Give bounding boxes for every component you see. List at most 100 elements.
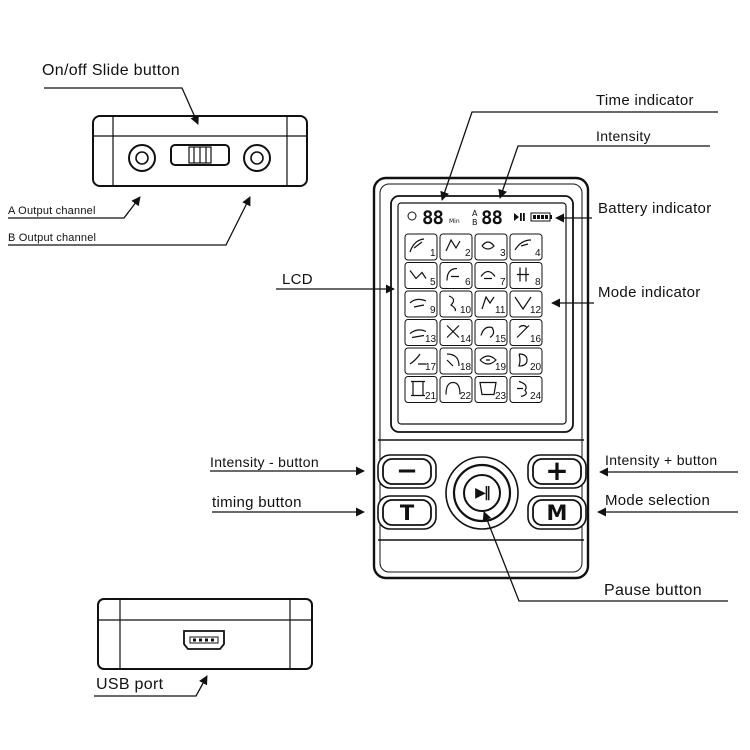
mode-pictogram-icon (446, 325, 460, 338)
mode-pictogram-icon (409, 353, 426, 365)
mode-number: 13 (425, 333, 437, 345)
leader-lines (8, 87, 738, 697)
mode-number: 11 (495, 305, 506, 316)
mode-number: 19 (495, 362, 507, 373)
time-unit-label: Min (449, 218, 460, 225)
mode-pictogram-icon (409, 238, 425, 253)
mode-number: 7 (500, 276, 506, 288)
mode-pictogram-icon (481, 295, 495, 310)
play-pause-icon[interactable]: ▶‖ (475, 485, 491, 501)
mode-tile (474, 290, 508, 318)
mode-button-shape (527, 495, 587, 530)
device-bottom-view (97, 598, 313, 670)
mode-pictogram-icon (479, 355, 497, 365)
mode-number: 5 (430, 276, 436, 288)
mode-number: 6 (465, 276, 471, 288)
mode-number: 21 (425, 390, 437, 402)
mode-number: 16 (530, 333, 542, 345)
mode-tile (509, 347, 543, 375)
battery-icon (530, 212, 552, 222)
timer-icon (407, 211, 417, 221)
mode-pictogram-icon (480, 270, 496, 280)
label-timing-button: timing button (212, 494, 302, 511)
mode-pictogram-icon (446, 267, 459, 281)
on-off-slide-switch (170, 144, 230, 166)
mode-tile (474, 347, 508, 375)
label-a-output-channel: A Output channel (8, 205, 96, 217)
mode-number: 17 (425, 362, 437, 373)
label-b-output-channel: B Output channel (8, 232, 97, 244)
label-usb-port: USB port (96, 676, 164, 693)
mode-number: 8 (535, 276, 541, 288)
label-on-off-slide-button: On/off Slide button (42, 62, 180, 79)
mode-tile (474, 233, 508, 261)
mode-tile (509, 319, 543, 346)
mode-tile (474, 262, 508, 289)
label-battery-indicator: Battery indicator (598, 200, 712, 217)
mode-number: 14 (460, 333, 472, 345)
mode-pictogram-icon (445, 381, 461, 395)
device-top-view (92, 115, 308, 187)
mode-pictogram-icon (409, 298, 427, 308)
mode-pictogram-icon (480, 326, 495, 338)
minus-icon[interactable]: − (396, 456, 418, 486)
label-intensity-minus-button: Intensity - button (210, 454, 319, 470)
mode-pictogram-icon (411, 380, 425, 397)
a-output-jack (128, 144, 156, 172)
mode-number: 12 (530, 305, 542, 316)
label-lcd: LCD (282, 271, 313, 288)
mode-pictogram-icon (514, 239, 532, 251)
mode-tile (404, 233, 438, 261)
mode-pictogram-icon (479, 381, 497, 396)
timing-button-glyph[interactable]: T (399, 501, 415, 525)
mode-tile (439, 290, 473, 318)
mode-pictogram-icon (517, 267, 529, 282)
mode-tile (509, 233, 543, 261)
intensity-minus-button-shape (377, 454, 437, 489)
b-output-jack (243, 144, 271, 172)
usb-port (183, 630, 225, 650)
mode-number: 1 (430, 248, 436, 259)
mode-pictogram-icon (516, 324, 530, 338)
mode-number: 4 (535, 248, 541, 259)
mode-pictogram-icon (514, 296, 532, 311)
mode-pictogram-icon (518, 353, 528, 367)
mode-number: 9 (430, 305, 436, 316)
mode-tile (474, 319, 508, 346)
label-intensity: Intensity (596, 128, 651, 144)
channel-a-label: A (472, 209, 478, 218)
mode-number: 2 (465, 248, 471, 259)
label-mode-indicator: Mode indicator (598, 284, 701, 301)
mode-pictogram-icon (446, 353, 460, 367)
timing-button-shape (377, 495, 437, 530)
mode-pictogram-icon (445, 238, 461, 252)
mode-tile (439, 376, 473, 403)
mode-number: 23 (495, 390, 507, 402)
time-digits: 88 (422, 207, 444, 229)
label-mode-selection: Mode selection (605, 492, 711, 509)
mode-number: 3 (500, 248, 506, 259)
plus-icon[interactable]: + (545, 454, 569, 487)
label-time-indicator: Time indicator (596, 92, 694, 109)
label-intensity-plus-button: Intensity + button (605, 452, 718, 468)
pause-status-icon (514, 213, 525, 221)
mode-number: 10 (460, 305, 472, 316)
mode-pictogram-icon (481, 241, 495, 250)
mode-tile (404, 262, 438, 289)
mode-pictogram-icon (409, 270, 427, 280)
mode-pictogram-icon (409, 329, 427, 339)
mode-tile (404, 290, 438, 318)
intensity-digits: 88 (481, 207, 503, 229)
label-pause-button: Pause button (604, 582, 702, 599)
mode-pictogram-icon (448, 295, 457, 312)
mode-tile (404, 347, 438, 375)
mode-button-glyph[interactable]: M (546, 501, 568, 525)
intensity-plus-button-shape (527, 454, 587, 489)
mode-number: 22 (460, 390, 472, 402)
mode-number: 24 (530, 390, 542, 402)
mode-number: 15 (495, 333, 507, 345)
mode-icon-grid (404, 233, 543, 403)
mode-tile (439, 262, 473, 289)
